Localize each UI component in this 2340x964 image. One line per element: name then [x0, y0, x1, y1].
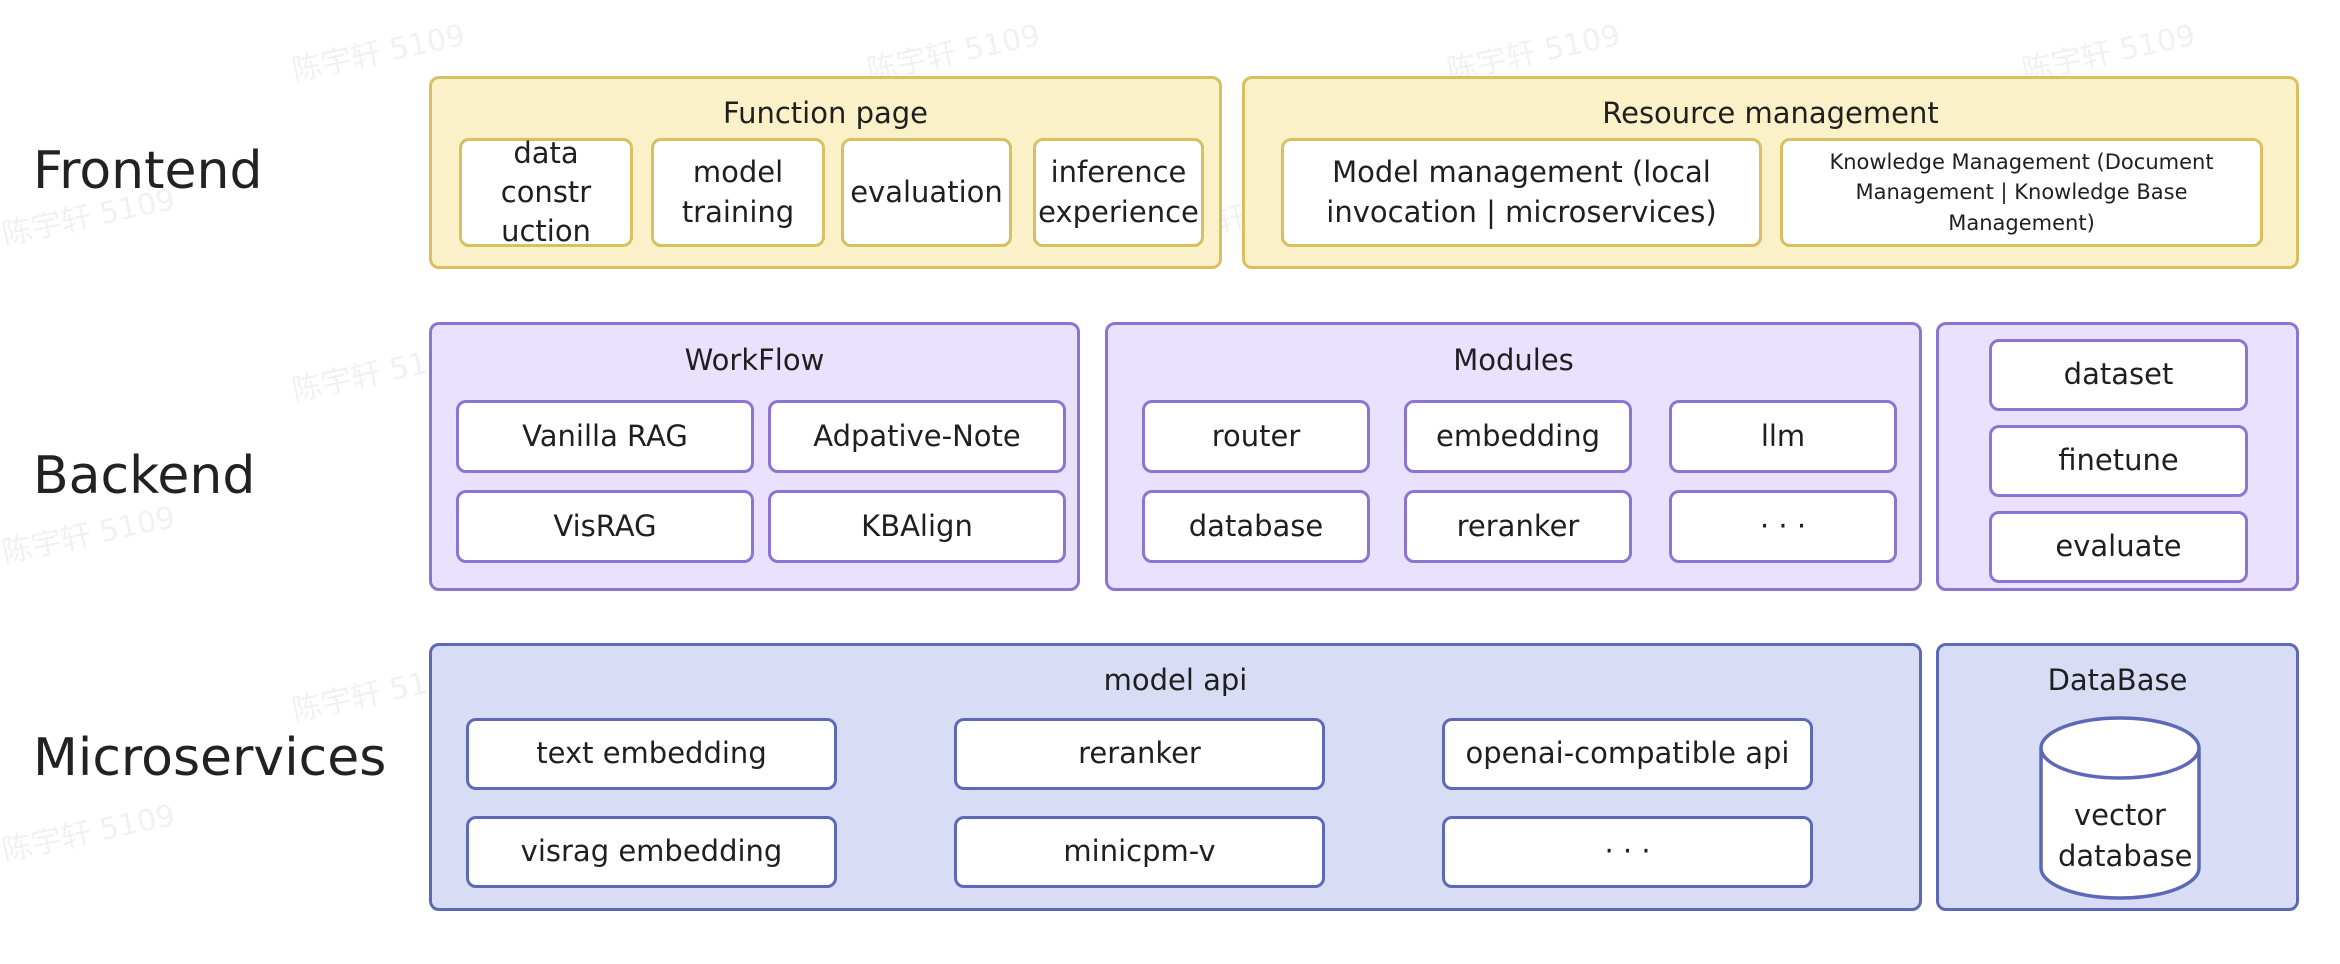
model-api-title: model api: [1103, 663, 1248, 697]
kbalign-label: KBAlign: [861, 508, 973, 543]
layer-label-microservices: Microservices: [33, 728, 387, 788]
database-title: DataBase: [2047, 663, 2188, 697]
model-api-panel: model api text embedding reranker openai…: [429, 643, 1922, 911]
openai-compatible-api-label: openai-compatible api: [1465, 736, 1790, 771]
vector-database-label: vector database: [2058, 798, 2193, 873]
resource-management-title: Resource management: [1602, 96, 1939, 130]
database-panel: DataBase vector database: [1936, 643, 2299, 911]
data-construction-label: data constr uction: [500, 135, 592, 249]
visrag-embedding-label: visrag embedding: [520, 834, 783, 869]
kbalign-box: KBAlign: [768, 490, 1066, 563]
finetune-label: finetune: [2058, 443, 2179, 478]
dataset-box: dataset: [1989, 339, 2248, 411]
knowledge-management-box: Knowledge Management (Document Managemen…: [1780, 138, 2263, 247]
visrag-box: VisRAG: [456, 490, 754, 563]
more-apis-ellipsis: · · ·: [1604, 834, 1651, 869]
reranker-api-box: reranker: [954, 718, 1325, 790]
adaptive-note-label: Adpative-Note: [813, 418, 1021, 453]
watermark-text: 陈宇轩 5109: [0, 798, 179, 869]
model-management-label: Model management (local invocation | mic…: [1326, 155, 1717, 229]
inference-experience-label: inference experience: [1038, 155, 1199, 229]
embedding-label: embedding: [1435, 418, 1600, 453]
evaluate-label: evaluate: [2055, 529, 2182, 564]
minicpm-v-box: minicpm-v: [954, 816, 1325, 888]
llm-box: llm: [1669, 400, 1897, 473]
tools-panel: dataset finetune evaluate: [1936, 322, 2299, 591]
adaptive-note-box: Adpative-Note: [768, 400, 1066, 473]
evaluation-label: evaluation: [850, 174, 1003, 209]
visrag-label: VisRAG: [553, 508, 657, 543]
evaluate-box: evaluate: [1989, 511, 2248, 583]
dataset-label: dataset: [2063, 357, 2174, 392]
layer-label-backend: Backend: [33, 446, 256, 506]
function-page-title: Function page: [723, 96, 928, 130]
resource-management-panel: Resource management Model management (lo…: [1242, 76, 2299, 269]
function-page-panel: Function page data constr uction model t…: [429, 76, 1222, 269]
router-label: router: [1211, 418, 1301, 453]
model-management-box: Model management (local invocation | mic…: [1281, 138, 1762, 247]
layer-label-frontend: Frontend: [33, 141, 263, 201]
more-modules-box: · · ·: [1669, 490, 1897, 563]
text-embedding-label: text embedding: [536, 736, 767, 771]
embedding-box: embedding: [1404, 400, 1632, 473]
text-embedding-box: text embedding: [466, 718, 837, 790]
reranker-module-label: reranker: [1456, 508, 1580, 543]
reranker-module-box: reranker: [1404, 490, 1632, 563]
finetune-box: finetune: [1989, 425, 2248, 497]
modules-panel: Modules router embedding llm database re…: [1105, 322, 1922, 591]
database-module-label: database: [1188, 508, 1324, 543]
minicpm-v-label: minicpm-v: [1063, 834, 1216, 869]
llm-label: llm: [1760, 418, 1806, 453]
modules-title: Modules: [1453, 343, 1574, 377]
more-apis-box: · · ·: [1442, 816, 1813, 888]
vanilla-rag-box: Vanilla RAG: [456, 400, 754, 473]
openai-compatible-api-box: openai-compatible api: [1442, 718, 1813, 790]
database-cylinder-icon: [2039, 716, 2201, 900]
reranker-api-label: reranker: [1078, 736, 1201, 771]
workflow-title: WorkFlow: [684, 343, 825, 377]
router-box: router: [1142, 400, 1370, 473]
model-training-box: model training: [651, 138, 825, 247]
database-module-box: database: [1142, 490, 1370, 563]
evaluation-box: evaluation: [841, 138, 1012, 247]
more-modules-ellipsis: · · ·: [1759, 508, 1807, 543]
inference-experience-box: inference experience: [1033, 138, 1204, 247]
visrag-embedding-box: visrag embedding: [466, 816, 837, 888]
knowledge-management-label: Knowledge Management (Document Managemen…: [1829, 149, 2214, 235]
data-construction-box: data constr uction: [459, 136, 633, 248]
model-training-label: model training: [681, 155, 795, 229]
vanilla-rag-label: Vanilla RAG: [522, 418, 688, 453]
workflow-panel: WorkFlow Vanilla RAG Adpative-Note VisRA…: [429, 322, 1080, 591]
